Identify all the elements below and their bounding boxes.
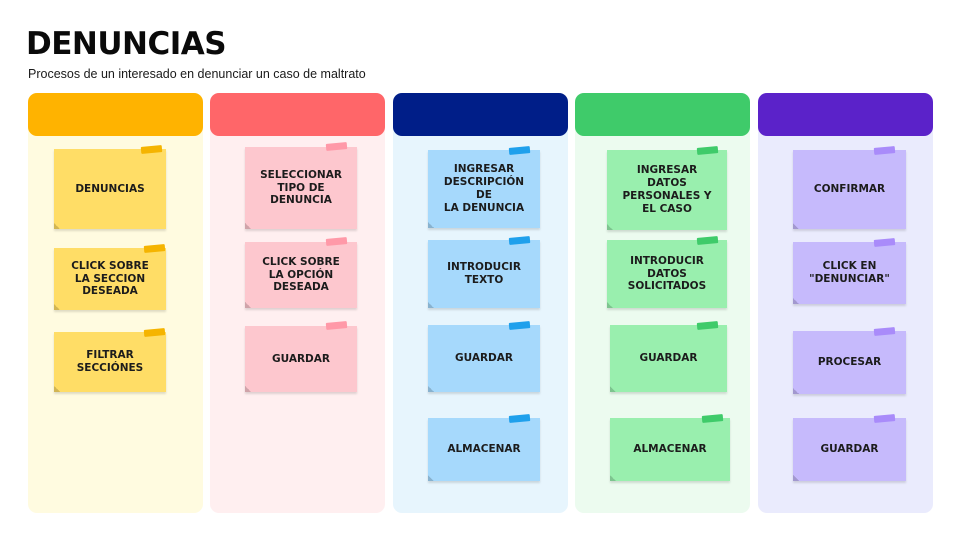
column-3-header: [393, 93, 568, 136]
sticky-note: FILTRAR SECCIÓNES: [54, 332, 166, 392]
column-3: INGRESAR DESCRIPCIÓN DE LA DENUNCIA INTR…: [393, 93, 568, 513]
page-subtitle: Procesos de un interesado en denunciar u…: [28, 67, 366, 81]
column-4-header: [575, 93, 750, 136]
sticky-note: ALMACENAR: [428, 418, 540, 481]
column-2: SELECCIONAR TIPO DE DENUNCIA CLICK SOBRE…: [210, 93, 385, 513]
column-2-header: [210, 93, 385, 136]
sticky-note: DENUNCIAS: [54, 149, 166, 229]
column-4: INGRESAR DATOS PERSONALES Y EL CASO INTR…: [575, 93, 750, 513]
page-title: DENUNCIAS: [26, 26, 227, 62]
column-5: CONFIRMAR CLICK EN "DENUNCIAR" PROCESAR …: [758, 93, 933, 513]
sticky-note: CLICK SOBRE LA SECCION DESEADA: [54, 248, 166, 310]
sticky-note: PROCESAR: [793, 331, 906, 394]
sticky-note: GUARDAR: [428, 325, 540, 392]
column-1-header: [28, 93, 203, 136]
sticky-note: ALMACENAR: [610, 418, 730, 481]
sticky-note: INTRODUCIR DATOS SOLICITADOS: [607, 240, 727, 308]
sticky-note: SELECCIONAR TIPO DE DENUNCIA: [245, 147, 357, 229]
column-5-header: [758, 93, 933, 136]
sticky-note: CONFIRMAR: [793, 150, 906, 229]
sticky-note: CLICK EN "DENUNCIAR": [793, 242, 906, 304]
sticky-note: INGRESAR DESCRIPCIÓN DE LA DENUNCIA: [428, 150, 540, 228]
sticky-note: INGRESAR DATOS PERSONALES Y EL CASO: [607, 150, 727, 230]
sticky-note: GUARDAR: [793, 418, 906, 481]
column-1: DENUNCIAS CLICK SOBRE LA SECCION DESEADA…: [28, 93, 203, 513]
sticky-note: GUARDAR: [245, 326, 357, 392]
sticky-note: CLICK SOBRE LA OPCIÓN DESEADA: [245, 242, 357, 308]
sticky-note: INTRODUCIR TEXTO: [428, 240, 540, 308]
sticky-note: GUARDAR: [610, 325, 727, 392]
